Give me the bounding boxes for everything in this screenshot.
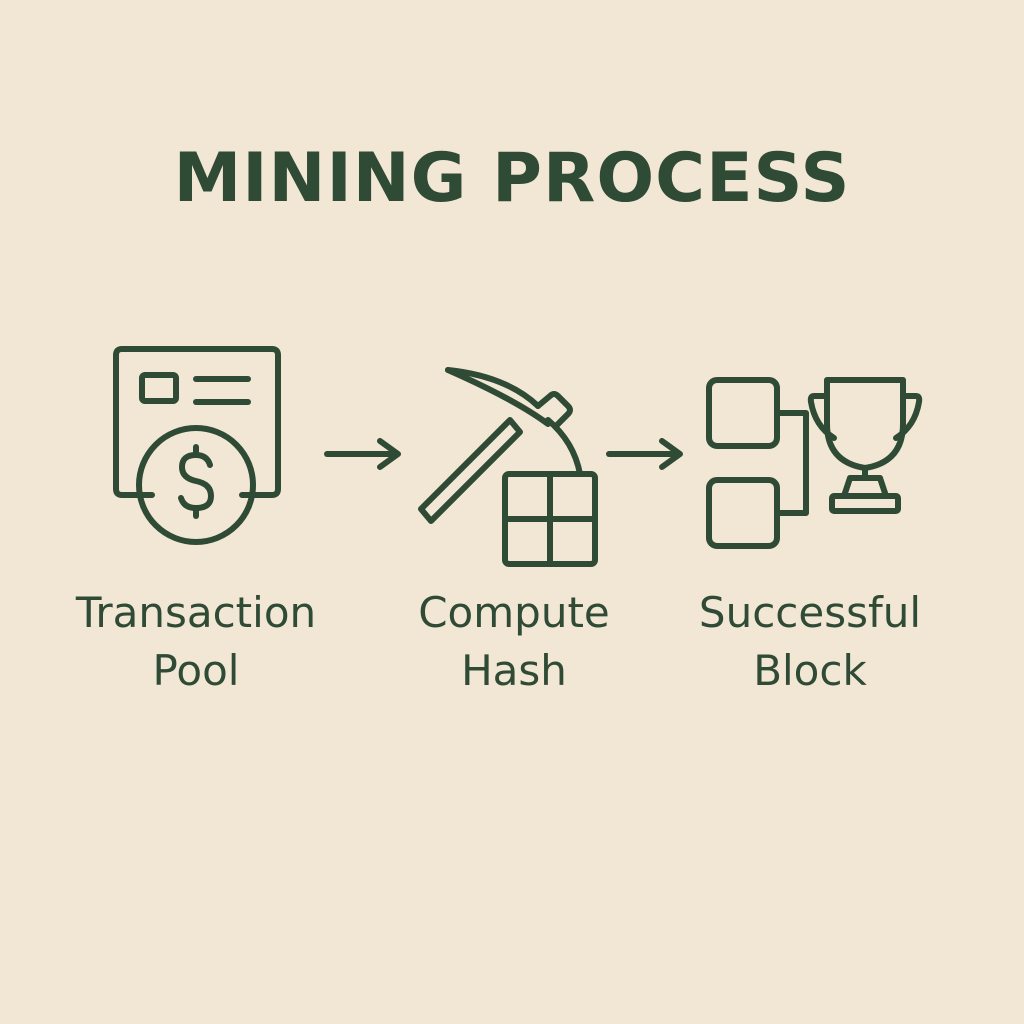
step-label-line: Pool <box>152 646 240 695</box>
page-title: MINING PROCESS <box>173 139 851 218</box>
step-label-line: Hash <box>461 646 567 695</box>
step-label-line: Block <box>753 646 867 695</box>
block-trophy-icon <box>706 377 923 549</box>
pickaxe-hash-grid-icon <box>418 367 598 567</box>
transaction-pool-icon <box>113 346 281 545</box>
step-label-line: Successful <box>698 588 922 637</box>
arrow-right-icon <box>606 438 683 470</box>
step-label-line: Compute <box>418 588 610 637</box>
step-label-line: Transaction <box>75 588 317 637</box>
step-label-compute-hash: Compute Hash <box>364 584 664 700</box>
arrow-right-icon <box>324 438 401 470</box>
step-label-transaction-pool: Transaction Pool <box>46 584 346 700</box>
step-label-successful-block: Successful Block <box>660 584 960 700</box>
